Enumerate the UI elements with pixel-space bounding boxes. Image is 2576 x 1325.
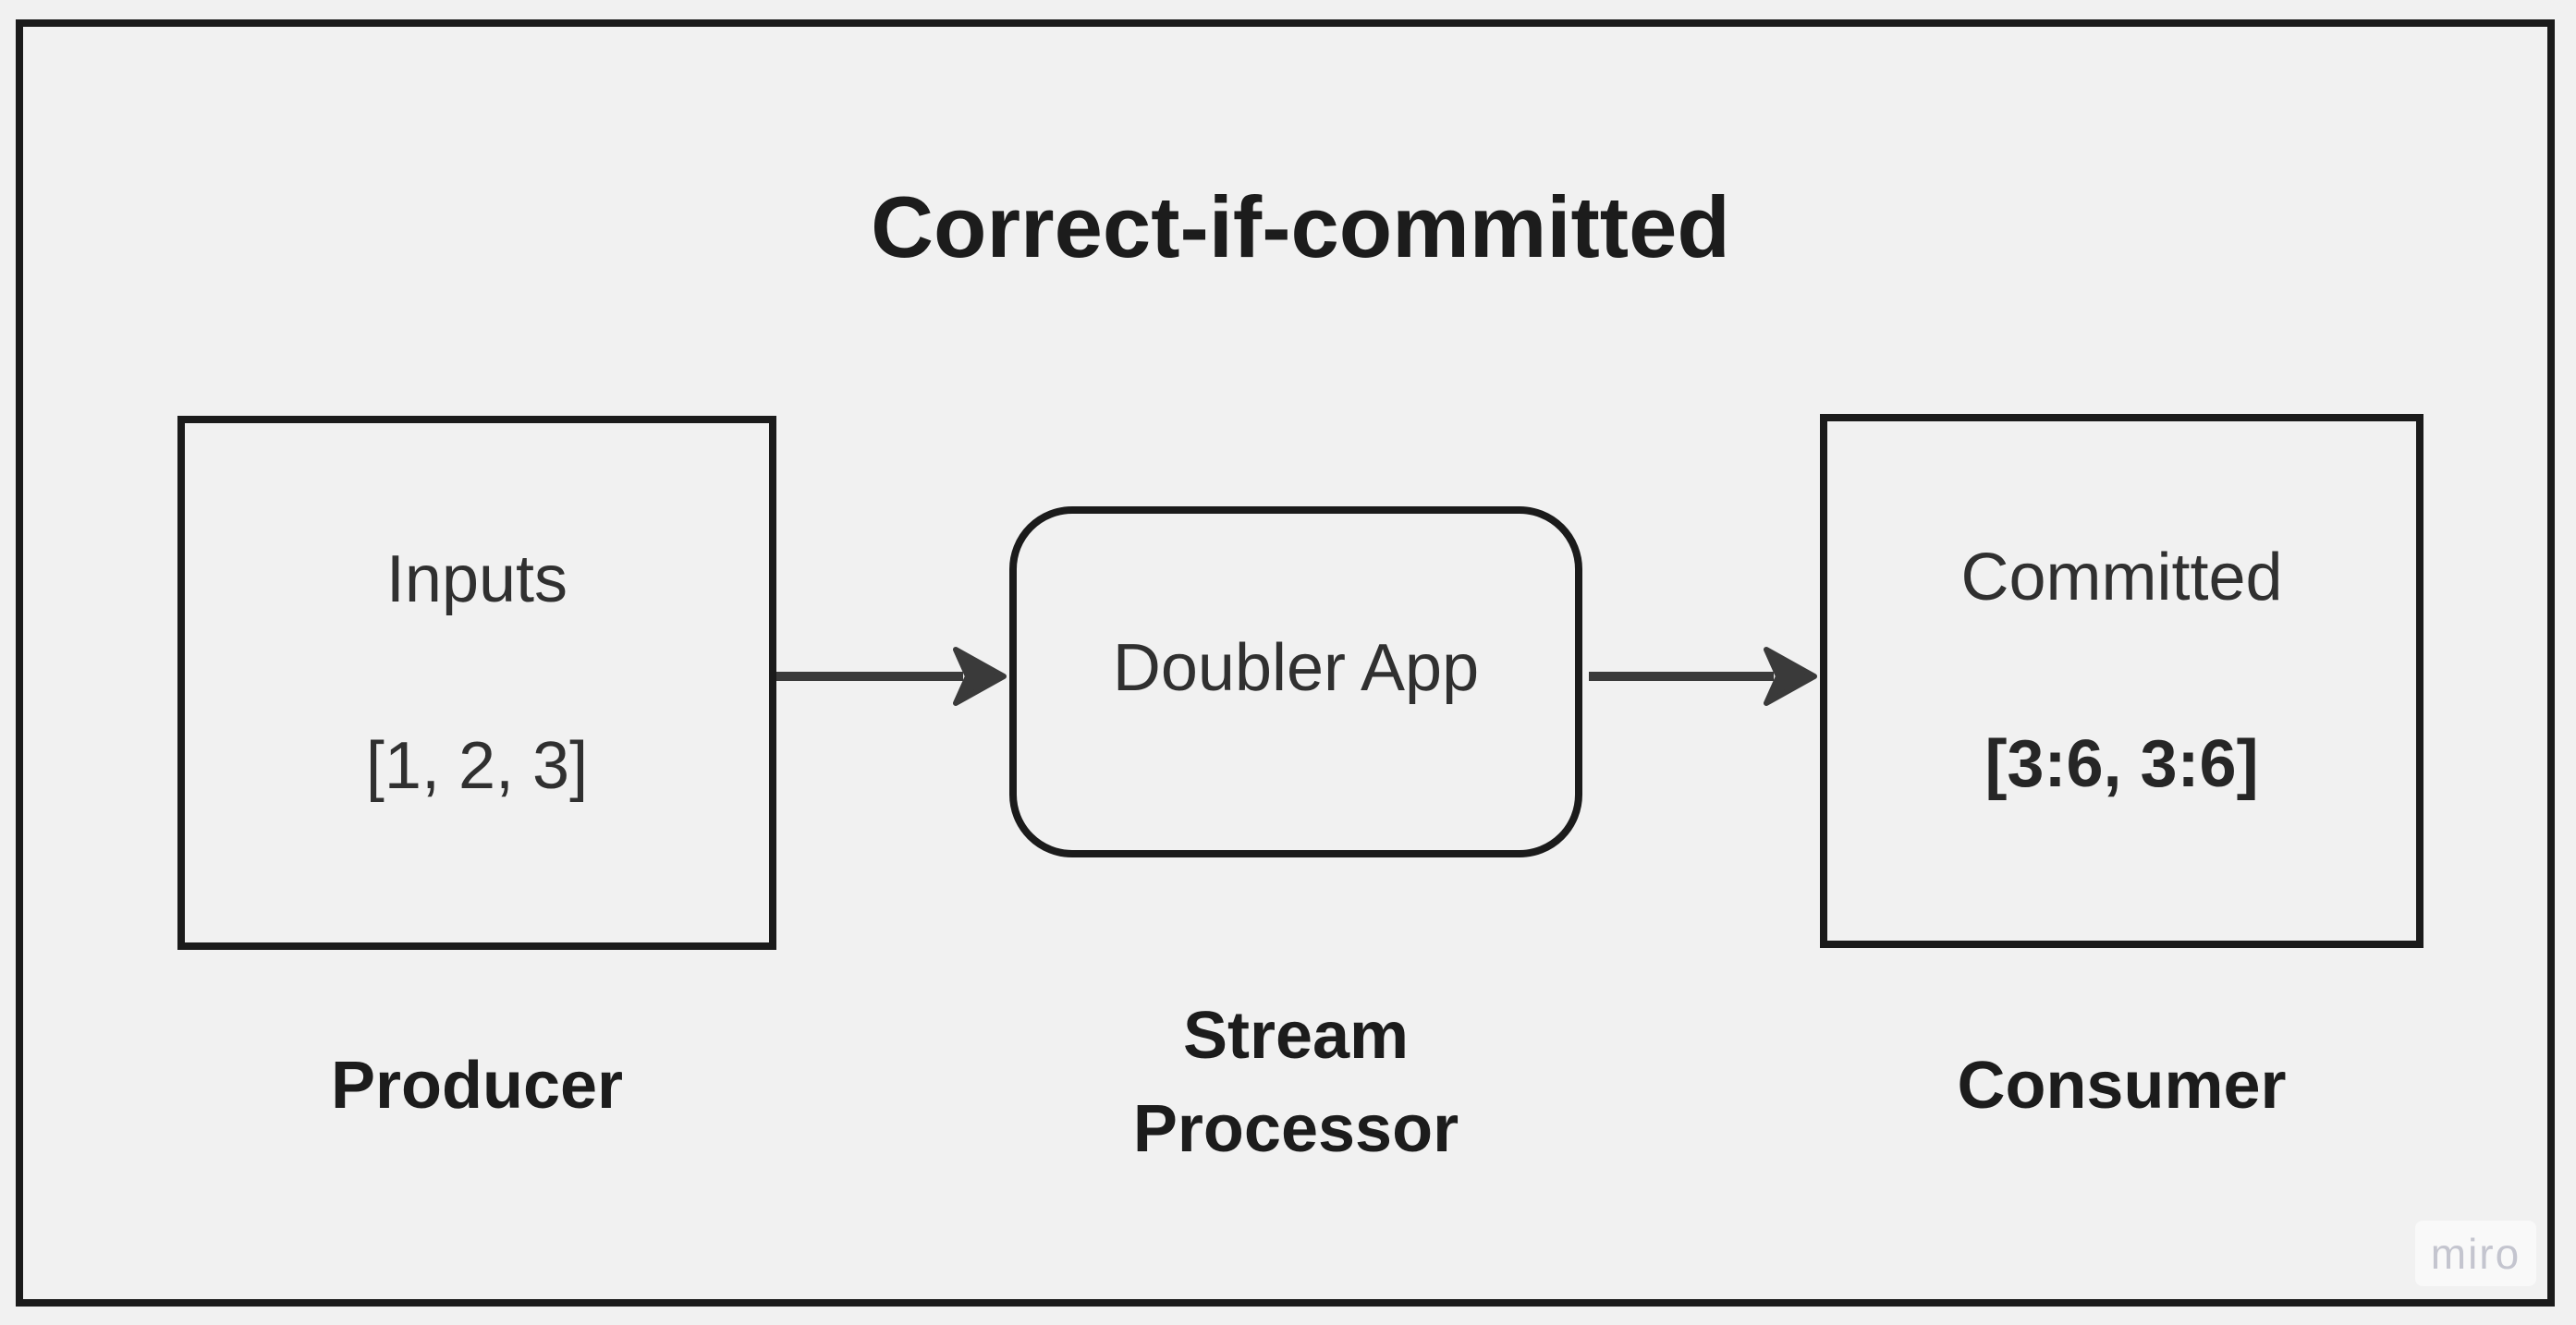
producer-node[interactable]: Inputs [1, 2, 3] <box>177 416 776 950</box>
arrowhead-icon <box>1764 647 1817 706</box>
stream-processor-node-title: Doubler App <box>1112 631 1480 705</box>
arrow-producer-to-processor[interactable] <box>776 647 1007 706</box>
stream-processor-node[interactable]: Doubler App <box>1009 506 1582 857</box>
miro-watermark[interactable]: miro <box>2415 1221 2536 1286</box>
role-label-producer: Producer <box>330 1049 624 1123</box>
arrow-processor-to-consumer[interactable] <box>1589 647 1817 706</box>
diagram-frame-border <box>16 19 2555 1307</box>
consumer-node-values: [3:6, 3:6] <box>1984 727 2259 801</box>
role-label-stream-processor-line1: Stream <box>1182 999 1410 1073</box>
producer-node-values: [1, 2, 3] <box>365 729 589 803</box>
diagram-title: Correct-if-committed <box>871 178 1730 275</box>
role-label-stream-processor-line2: Processor <box>1132 1092 1459 1166</box>
producer-node-title: Inputs <box>385 542 568 616</box>
miro-logo-text: miro <box>2430 1229 2521 1278</box>
arrowhead-icon <box>953 647 1007 706</box>
consumer-node[interactable]: Committed [3:6, 3:6] <box>1820 414 2423 948</box>
role-label-stream-processor: Stream Processor <box>1009 990 1582 1176</box>
consumer-node-title: Committed <box>1960 541 2283 614</box>
role-label-consumer: Consumer <box>1957 1049 2287 1123</box>
